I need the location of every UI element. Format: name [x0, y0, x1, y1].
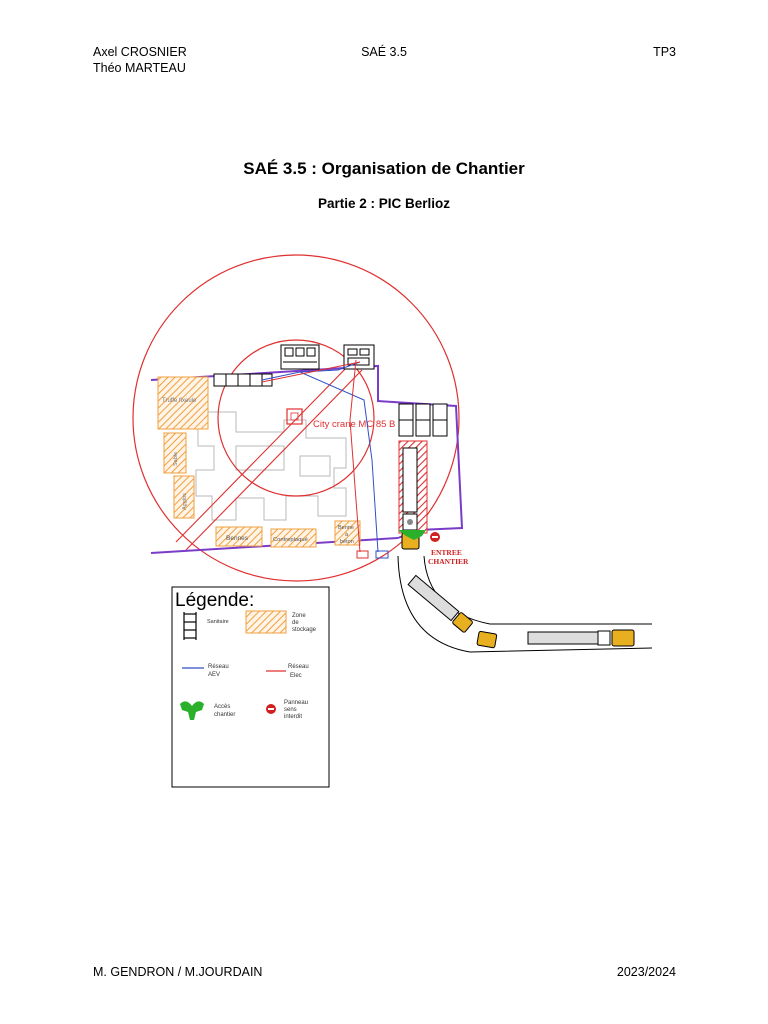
zone-truffe [157, 376, 209, 430]
legend-title: Légende: [175, 590, 254, 611]
document-title: SAÉ 3.5 : Organisation de Chantier [243, 159, 525, 178]
legend-panneau-label: Panneau sens interdit [284, 700, 310, 720]
author-2: Théo MARTEAU [93, 61, 186, 75]
no-entry-sign [430, 532, 440, 542]
zone-left-1 [163, 432, 187, 474]
header-authors: Axel CROSNIER Théo MARTEAU [93, 44, 187, 76]
zone-contreplaque-label: Contreplaqué [273, 537, 308, 543]
sanitary-units [398, 403, 448, 437]
truck-road-1-cab [476, 630, 498, 649]
crane-mast [286, 408, 303, 425]
crane-label: City crane MC 85 B [313, 419, 395, 430]
access-marker [398, 530, 426, 540]
zone-left-2-label: Agglos [182, 493, 188, 510]
crane-circle-outer [132, 254, 460, 582]
document-subtitle: Partie 2 : PIC Berlioz [317, 196, 451, 211]
truck-road-1 [407, 574, 473, 633]
zone-benne-beton-label: Benne à béton [338, 525, 355, 545]
crane-circle-inner [217, 339, 375, 497]
network-aev [261, 361, 379, 553]
footer-year: 2023/2024 [616, 965, 676, 979]
header-course: SAÉ 3.5 [361, 45, 407, 59]
zone-left-1-label: Sable [173, 452, 179, 466]
legend: Légende: Sanitaire Zone de stockage Rése… [171, 586, 330, 788]
author-1: Axel CROSNIER [93, 45, 187, 59]
legend-storage-label: Zone de stockage [292, 613, 317, 633]
site-cabins [213, 344, 375, 387]
zone-contreplaque [270, 528, 317, 548]
legend-sanitaire-icon [183, 612, 197, 640]
delivery-zone [398, 440, 428, 550]
zone-bennes [215, 526, 263, 547]
zone-left-2 [173, 475, 195, 519]
zone-benne-beton [334, 520, 361, 546]
storage-zones: Truffe fixeule Sable Agglos Bennes Contr… [157, 376, 361, 548]
header-tp: TP3 [653, 45, 676, 59]
entree-chantier-label: ENTREE CHANTIER [428, 548, 469, 566]
truck-road-2 [527, 629, 635, 647]
existing-building [195, 411, 347, 521]
legend-access-icon [180, 701, 204, 720]
legend-sanitaire-label: Sanitaire [207, 619, 229, 625]
legend-access-label: Accès chantier [214, 704, 235, 718]
footer-teachers: M. GENDRON / M.JOURDAIN [93, 965, 263, 979]
zone-bennes-label: Bennes [226, 535, 249, 542]
legend-elec-label: Réseau Elec [288, 664, 310, 679]
legend-no-entry-icon [266, 704, 276, 714]
legend-storage-icon [245, 610, 287, 634]
zone-truffe-label: Truffe fixeule [162, 398, 197, 404]
network-elec [261, 359, 361, 553]
crane-jib [175, 361, 363, 551]
legend-aev-label: Réseau AEV [208, 664, 230, 678]
